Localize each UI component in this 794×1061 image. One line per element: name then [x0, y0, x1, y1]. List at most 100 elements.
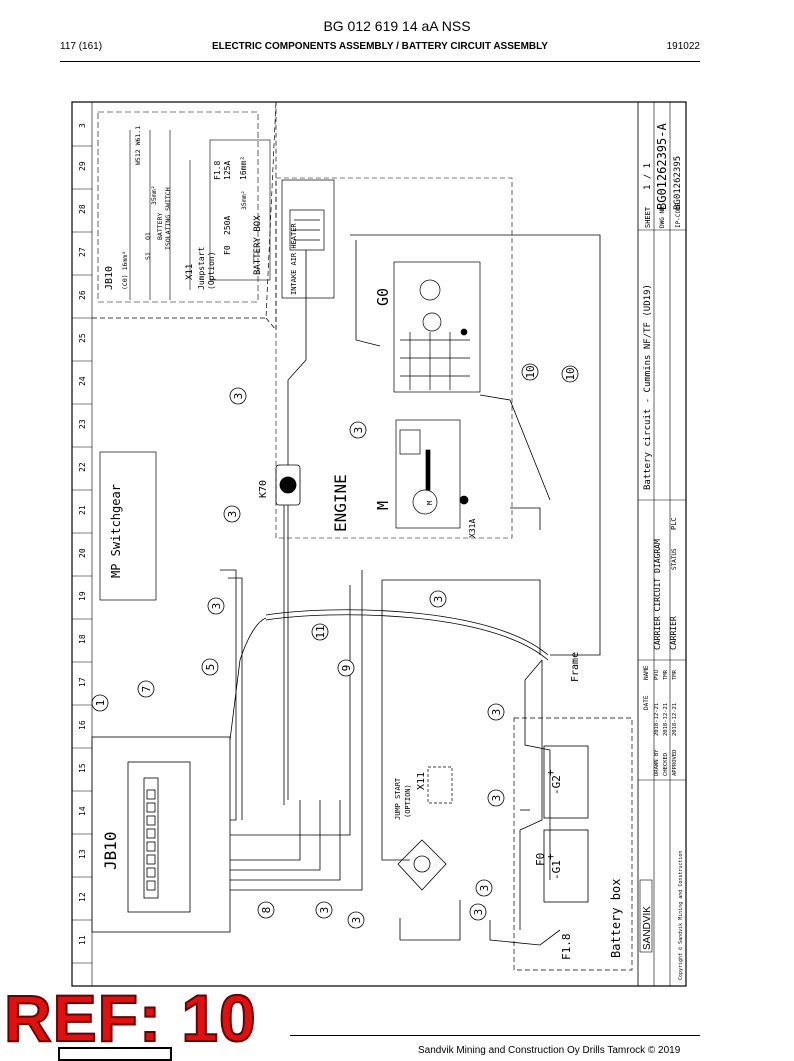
jb10-wire-1: (C0) 16mm² [121, 251, 129, 290]
jb10-s1: S1 [144, 252, 152, 260]
callout-number: 11 [314, 625, 327, 638]
wire-16mm: 16mm² [239, 156, 248, 180]
callout-number: 7 [140, 686, 153, 693]
f0-label: F0 [534, 853, 547, 866]
jb10-35mm-2: 35mm² [240, 190, 248, 210]
g2-plus: + [544, 769, 557, 776]
column-number: 15 [78, 763, 87, 773]
callout-bubble [347, 911, 365, 929]
g2-label: -G2 [550, 775, 563, 795]
intake-air-heater-label: INTAKE AIR HEATER [290, 223, 298, 295]
jb10-top-box [97, 111, 271, 303]
callout-bubble [469, 903, 487, 921]
battery-box-top-label: BATTERY BOX [253, 215, 263, 275]
jump-start-label: JUMP START [394, 777, 402, 820]
fuse-f18-top: F1.8 [213, 161, 222, 180]
column-number: 25 [78, 333, 87, 343]
f18-label: F1.8 [560, 934, 573, 961]
status-label: STATUS [671, 548, 678, 570]
column-number: 17 [78, 677, 87, 687]
callout-bubble [487, 789, 505, 807]
starter-motor [395, 419, 469, 529]
jump-start-box [427, 766, 453, 804]
callout-number: 10 [564, 367, 577, 380]
approved-name: TMR [672, 669, 678, 680]
jb10-dashed-region [92, 101, 277, 331]
callout-number: 3 [490, 709, 503, 716]
approved-label: APPROVED [672, 750, 678, 777]
column-number: 27 [78, 247, 87, 257]
battery-box-label: Battery box [609, 879, 623, 958]
callout-number: 3 [352, 427, 365, 434]
column-number: 19 [78, 591, 87, 601]
jb10-main-box [91, 736, 231, 933]
callout-bubble [561, 365, 579, 383]
column-number: 14 [78, 806, 87, 816]
callout-bubble [223, 505, 241, 523]
jb10-q1: Q1 [144, 232, 152, 240]
jb10-35mm: 35mm² [150, 185, 158, 205]
callout-number: 3 [232, 393, 245, 400]
column-number: 21 [78, 505, 87, 515]
copyright-text: Copyright © Sandvik Mining and Construct… [678, 851, 684, 980]
breaker [146, 789, 156, 800]
column-number: 11 [78, 935, 87, 945]
column-number: 24 [78, 376, 87, 386]
sheet-value: 1 / 1 [643, 163, 653, 190]
mp-switchgear-box [99, 451, 157, 601]
fuse-250a: 250A [223, 216, 232, 235]
diagram-title: CARRIER CIRCUIT DIAGRAM [653, 539, 662, 650]
breaker [146, 841, 156, 852]
callout-number: 8 [260, 907, 273, 914]
date-col-label: DATE [643, 695, 650, 710]
callout-number: 3 [432, 596, 445, 603]
callout-number: 3 [318, 907, 331, 914]
g1-label: -G1 [550, 860, 563, 880]
fuse-f0-top: F0 [223, 245, 232, 255]
callout-bubble [257, 901, 275, 919]
callout-number: 3 [478, 885, 491, 892]
jb10-w512: W512 W61.1 [134, 126, 142, 165]
jump-start-option: (OPTION) [404, 784, 412, 818]
callout-number: 5 [204, 664, 217, 671]
checked-label: CHECKED [663, 753, 669, 776]
engine-label: ENGINE [331, 474, 350, 532]
breaker [146, 802, 156, 813]
callout-number: 3 [490, 795, 503, 802]
column-number: 20 [78, 548, 87, 558]
drawn-by-date: 2018-12-21 [654, 703, 660, 736]
circuit-diagram: 329282726252423222120191817161514131211 … [71, 101, 687, 987]
column-number: 29 [78, 161, 87, 171]
column-number: 16 [78, 720, 87, 730]
callout-bubble [429, 590, 447, 608]
battery-g1 [543, 829, 589, 903]
jump-start-x11: X11 [416, 772, 427, 790]
name-col-label: NAME [643, 665, 650, 680]
breaker [146, 867, 156, 878]
motor-inner-label: M [426, 501, 434, 505]
column-number: 23 [78, 419, 87, 429]
jb10-main-label: JB10 [101, 831, 120, 870]
title-block [637, 101, 687, 987]
jb10-battery: BATTERY [156, 213, 164, 240]
jb10-jumpstart: Jumpstart [197, 246, 206, 290]
dwg-number: BG01262395-A [655, 123, 669, 210]
footer-rule [290, 1035, 700, 1036]
sandvik-logo: SANDVIK [642, 906, 653, 950]
g0-label: G0 [374, 288, 392, 306]
footer-logo-box [58, 1047, 172, 1061]
grounding-connector [397, 839, 447, 891]
callout-bubble [137, 680, 155, 698]
x31a-label: X31A [468, 519, 477, 538]
battery-g2 [543, 745, 589, 819]
callout-bubble [229, 387, 247, 405]
callout-number: 3 [210, 603, 223, 610]
engine-dashed-region [275, 177, 513, 539]
sheet-label: SHEET [644, 206, 652, 228]
callout-number: 1 [94, 700, 107, 707]
status-value: PLC [670, 517, 678, 530]
callout-bubble [315, 901, 333, 919]
generator-g0 [393, 261, 481, 393]
g1-plus: + [544, 853, 557, 860]
